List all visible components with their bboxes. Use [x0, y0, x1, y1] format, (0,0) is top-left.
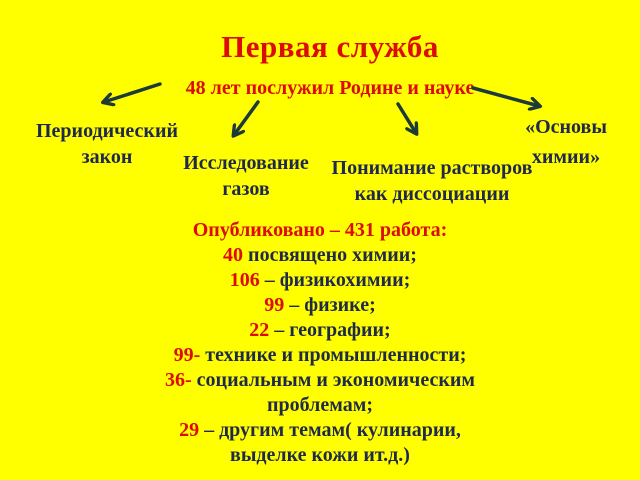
- publication-item-social: 36- социальным и экономическим проблемам;: [5, 368, 635, 418]
- slide-title: Первая служба: [221, 29, 439, 64]
- publication-count: 106: [229, 269, 260, 291]
- branch-line: газов: [222, 178, 270, 200]
- branch-line: как диссоциации: [354, 183, 510, 205]
- publication-item-industry: 99- технике и промышленности;: [5, 343, 635, 368]
- publication-text: посвящено химии;: [243, 244, 417, 266]
- branch-line: закон: [81, 146, 133, 168]
- arrow-to-solutions: [396, 102, 416, 133]
- branch-periodic-law: Периодический закон: [8, 118, 206, 170]
- publication-text-wrap: выделке кожи ит.д.): [230, 444, 410, 466]
- publication-text: – физикохимии;: [259, 269, 411, 291]
- branch-line: химии»: [531, 146, 601, 168]
- publication-item-physics: 99 – физике;: [5, 293, 635, 318]
- publication-item-physchem: 106 – физикохимии;: [5, 268, 635, 293]
- publication-text: – географии;: [269, 319, 391, 341]
- publication-item-chemistry: 40 посвящено химии;: [5, 243, 635, 268]
- publication-text: социальным и экономическим: [191, 369, 475, 391]
- publications-list: Опубликовано – 431 работа: 40 посвящено …: [5, 218, 635, 468]
- publication-count: 40: [223, 244, 244, 266]
- publication-item-other: 29 – другим темам( кулинарии, выделке кож…: [5, 418, 635, 468]
- branch-line: Понимание растворов: [331, 157, 533, 179]
- branch-gas-research: Исследование газов: [166, 150, 326, 202]
- publication-count: 99-: [173, 344, 201, 366]
- publication-text: – другим темам( кулинарии,: [199, 419, 461, 441]
- publication-item-geography: 22 – географии;: [5, 318, 635, 343]
- branch-line: Периодический: [36, 120, 178, 142]
- branch-chemistry-basics: «Основы химии»: [502, 112, 630, 172]
- publication-count: 36-: [165, 369, 192, 391]
- publication-count: 22: [249, 319, 270, 341]
- branch-line: «Основы: [525, 116, 607, 138]
- arrow-to-gas-research: [234, 100, 260, 135]
- publication-count: 99: [264, 294, 285, 316]
- slide-subtitle: 48 лет послужил Родине и науке: [185, 77, 475, 99]
- publication-count: 29: [179, 419, 200, 441]
- publication-text-wrap: проблемам;: [266, 394, 373, 416]
- publication-text: технике и промышленности;: [200, 344, 467, 366]
- branch-solutions-dissociation: Понимание растворов как диссоциации: [313, 155, 551, 207]
- branch-line: Исследование: [183, 152, 309, 174]
- publications-heading: Опубликовано – 431 работа:: [192, 219, 448, 241]
- publication-text: – физике;: [284, 294, 376, 316]
